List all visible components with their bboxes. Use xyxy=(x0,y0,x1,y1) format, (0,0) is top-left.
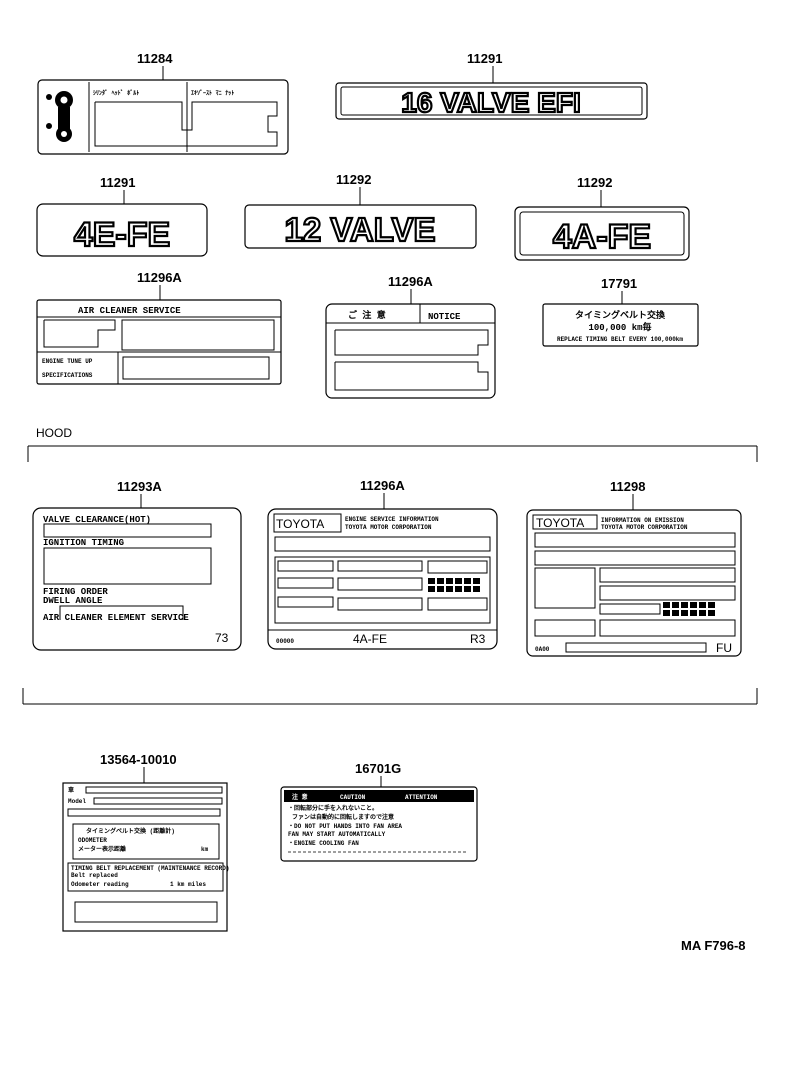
timing-belt-jp-line: タイミングベルト交換 xyxy=(575,309,666,321)
caution-line-1: ・回転部分に手を入れないこと。 xyxy=(288,804,378,812)
label-11296a-corner-code: R3 xyxy=(470,632,486,646)
part-number-11292b: 11292 xyxy=(577,175,612,190)
record-en-line-1: TIMING BELT REPLACEMENT (MAINTENANCE REC… xyxy=(71,865,229,872)
label-11284-left-text: ｼﾘﾝﾀﾞ ﾍｯﾄﾞ ﾎﾞﾙﾄ xyxy=(93,89,139,97)
part-number-13564-10010: 13564-10010 xyxy=(100,752,177,767)
label-11296a-notice: 11296A ご 注 意 NOTICE xyxy=(325,274,496,399)
caution-jp-heading: 注 意 xyxy=(292,793,308,801)
wrench-icon xyxy=(46,91,73,142)
part-number-11298: 11298 xyxy=(610,479,645,494)
part-number-11293a: 11293A xyxy=(117,479,162,494)
air-cleaner-service-title: AIR CLEANER SERVICE xyxy=(78,306,181,316)
part-number-11291b: 11291 xyxy=(100,175,135,190)
engine-tune-up-text: ENGINE TUNE UP xyxy=(42,358,93,365)
badge-11292-4afe: 11292 4A-FE xyxy=(514,175,690,261)
engine-info-small-code: 00000 xyxy=(276,638,294,645)
record-row-2: Model xyxy=(68,798,86,805)
hood-section-label: HOOD xyxy=(36,426,72,440)
record-en-line-2: Belt replaced xyxy=(71,872,118,879)
badge-text-4e-fe: 4E-FE xyxy=(74,216,170,254)
part-number-11296a-1: 11296A xyxy=(137,270,182,285)
badge-11291-4efe: 11291 4E-FE xyxy=(36,175,208,257)
label-11293a-corner-code: 73 xyxy=(215,631,229,645)
badge-11292-12valve: 11292 12 VALVE xyxy=(244,172,477,249)
part-number-17791: 17791 xyxy=(601,276,637,291)
part-number-11292a: 11292 xyxy=(336,172,371,187)
caution-line-5: ・ENGINE COOLING FAN xyxy=(288,840,359,847)
part-number-11291a: 11291 xyxy=(467,51,502,66)
notice-en-heading: NOTICE xyxy=(428,312,461,322)
record-en-line-4: 1 km miles xyxy=(170,881,206,888)
emission-small-code: 0A00 xyxy=(535,646,550,653)
toyota-brand-text-2: TOYOTA xyxy=(536,516,584,530)
badge-text-4a-fe: 4A-FE xyxy=(553,218,651,256)
caution-heading: CAUTION xyxy=(340,794,366,801)
label-16701g: 16701G 注 意 CAUTION ATTENTION ・回転部分に手を入れな… xyxy=(280,761,478,862)
odometer-label: ODOMETER xyxy=(78,837,107,844)
caution-line-3: ・DO NOT PUT HANDS INTO FAN AREA xyxy=(288,823,402,830)
label-11296a-engine-info: 11296A TOYOTA ENGINE SERVICE INFORMATION… xyxy=(267,478,498,650)
figure-code: MA F796-8 xyxy=(681,938,746,953)
record-en-line-3: Odometer reading xyxy=(71,881,129,888)
label-11284-right-text: ｴｷｿﾞｰｽﾄ ﾏﾆ ﾅｯﾄ xyxy=(191,89,234,97)
label-13564-10010: 13564-10010 車 Model タイミングベルト交換 (距離計) ODO… xyxy=(62,752,229,932)
part-number-11284: 11284 xyxy=(137,51,173,66)
record-row-1: 車 xyxy=(68,786,74,794)
engine-info-grid xyxy=(428,578,480,592)
timing-belt-en-line: REPLACE TIMING BELT EVERY 100,000km xyxy=(557,336,683,343)
notice-jp-heading: ご 注 意 xyxy=(348,309,386,321)
label-11284: 11284 ｼﾘﾝﾀﾞ ﾍｯﾄﾞ ﾎﾞﾙﾄ ｴｷｿﾞｰｽﾄ ﾏﾆ ﾅｯﾄ xyxy=(37,51,289,155)
emission-grid xyxy=(663,602,715,616)
engine-model-text: 4A-FE xyxy=(353,632,387,646)
timing-belt-record-jp: タイミングベルト交換 (距離計) xyxy=(86,827,175,835)
odometer-unit: km xyxy=(201,846,209,853)
emission-heading: INFORMATION ON EMISSION xyxy=(601,517,684,524)
badge-text-16-valve-efi: 16 VALVE EFI xyxy=(401,87,580,118)
caution-line-2: ファンは自動的に回転しますので注意 xyxy=(292,813,394,821)
label-11298: 11298 TOYOTA INFORMATION ON EMISSION TOY… xyxy=(526,479,742,657)
odometer-label-jp: メーター表示距離 xyxy=(78,845,126,853)
firing-order-text: FIRING ORDER xyxy=(43,587,108,597)
specifications-text: SPECIFICATIONS xyxy=(42,372,93,379)
label-11284-frame xyxy=(37,79,289,155)
label-17791: 17791 タイミングベルト交換 100,000 km毎 REPLACE TIM… xyxy=(542,276,699,347)
emission-subheading: TOYOTA MOTOR CORPORATION xyxy=(601,524,688,531)
timing-belt-interval-line: 100,000 km毎 xyxy=(588,321,651,333)
caution-line-4: FAN MAY START AUTOMATICALLY xyxy=(288,831,386,838)
badge-11291-16valve: 11291 16 VALVE EFI xyxy=(335,51,648,120)
label-11296a-air-cleaner: 11296A AIR CLEANER SERVICE ENGINE TUNE U… xyxy=(36,270,282,385)
ignition-timing-text: IGNITION TIMING xyxy=(43,538,124,548)
part-number-16701g: 16701G xyxy=(355,761,401,776)
part-number-11296a-3: 11296A xyxy=(360,478,405,493)
engine-info-heading: ENGINE SERVICE INFORMATION xyxy=(345,516,439,523)
valve-clearance-text: VALVE CLEARANCE(HOT) xyxy=(43,515,151,525)
attention-heading: ATTENTION xyxy=(405,794,438,801)
dwell-angle-text: DWELL ANGLE xyxy=(43,596,103,606)
air-cleaner-element-text: AIR CLEANER ELEMENT SERVICE xyxy=(43,613,189,623)
badge-text-12-valve: 12 VALVE xyxy=(285,211,436,248)
label-11298-corner-code: FU xyxy=(716,641,732,655)
engine-info-subheading: TOYOTA MOTOR CORPORATION xyxy=(345,524,432,531)
toyota-brand-text: TOYOTA xyxy=(276,517,324,531)
label-11293a: 11293A VALVE CLEARANCE(HOT) IGNITION TIM… xyxy=(32,479,242,651)
part-number-11296a-2: 11296A xyxy=(388,274,433,289)
hood-bracket: HOOD xyxy=(22,426,758,705)
